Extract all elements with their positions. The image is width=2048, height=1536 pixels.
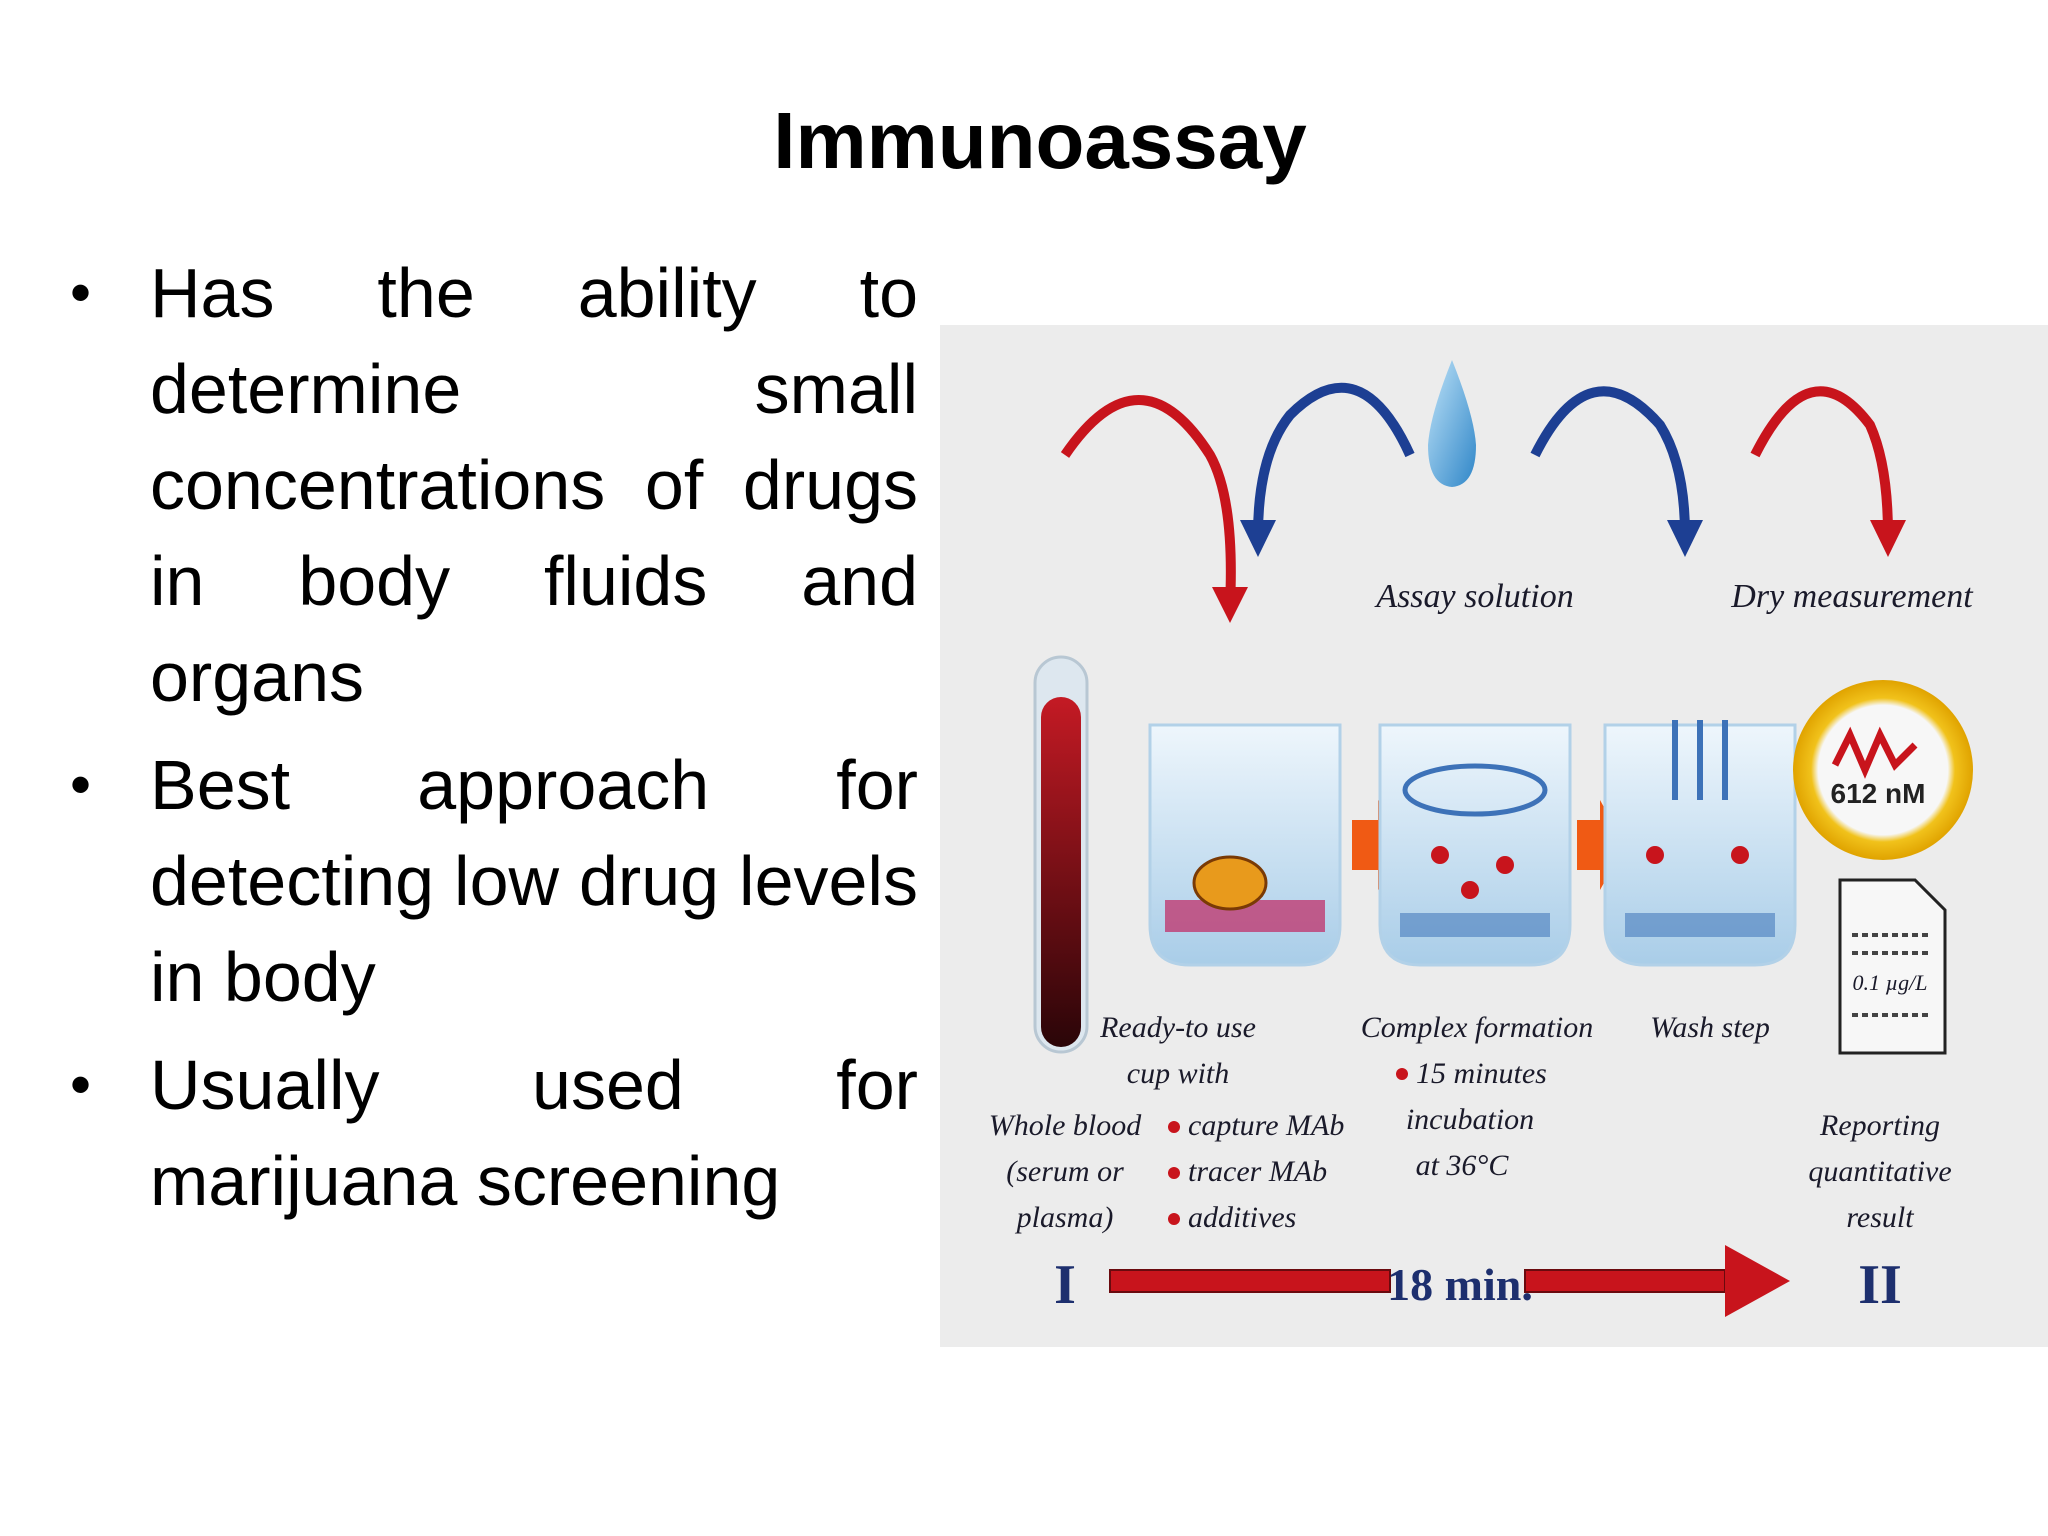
reporting-label-line: Reporting [1819,1109,1940,1142]
ready-item: additives [1188,1201,1296,1234]
bullet-dot-icon [1168,1213,1180,1225]
immunoassay-diagram: Assay solution Dry measurement [940,325,2048,1347]
ready-item: capture MAb [1188,1109,1344,1142]
bullet-dot-icon [1396,1068,1408,1080]
reporting-label-line: quantitative [1808,1155,1951,1188]
ready-cup-icon [1148,723,1342,967]
slide-title: Immunoassay [773,96,1307,185]
stage-start-label: I [1054,1254,1076,1316]
red-curved-arrow-icon [1060,395,1236,606]
dry-measurement-label: Dry measurement [1730,578,1974,615]
complex-extra-line: at 36°C [1416,1149,1510,1182]
blue-curved-arrow-icon [1530,386,1690,536]
red-arrow-head-icon [1212,587,1248,623]
bullet-dot-icon [1168,1121,1180,1133]
ready-item: tracer MAb [1188,1155,1327,1188]
ready-label-line: Ready-to use [1099,1011,1256,1044]
reporting-label-line: result [1846,1201,1914,1234]
complex-extra-line: incubation [1406,1103,1534,1136]
report-value: 0.1 µg/L [1852,970,1927,995]
bullet-dot-icon [1168,1167,1180,1179]
complex-item: 15 minutes [1416,1057,1547,1090]
bullet-item: Has the ability to determine small conce… [70,245,918,725]
timeline-arrow-head-icon [1725,1245,1790,1317]
diagram-canvas: Assay solution Dry measurement [989,360,1974,1317]
duration-label: 18 min. [1387,1259,1533,1310]
bullet-item: Best approach for detecting low drug lev… [70,737,918,1025]
whole-blood-label-line: Whole blood [989,1109,1142,1142]
whole-blood-label-line: (serum or [1006,1155,1124,1188]
stage-end-label: II [1858,1254,1902,1316]
timeline-bar-right [1524,1269,1726,1293]
orange-arrow-icon [1577,800,1625,890]
whole-blood-label-line: plasma) [1015,1201,1114,1234]
blue-arrow-head-icon [1240,520,1276,557]
drop-icon [1428,360,1476,487]
timeline-bar-left [1109,1269,1391,1293]
meter-value: 612 nM [1831,778,1926,809]
complex-formation-label: Complex formation [1361,1011,1594,1044]
red-arrow-head-icon [1870,520,1906,557]
report-document-icon [1838,878,1947,1055]
assay-solution-label: Assay solution [1374,578,1573,615]
wash-step-label: Wash step [1650,1011,1770,1044]
ready-label-line: cup with [1127,1057,1230,1090]
blue-arrow-head-icon [1667,520,1703,557]
meter-icon [1793,680,1973,860]
bullet-list: Has the ability to determine small conce… [70,245,918,1241]
red-curved-arrow-icon [1750,386,1893,536]
wash-cup-icon [1603,720,1797,967]
blue-curved-arrow-icon [1253,382,1415,536]
bullet-item: Usually used for marijuana screening [70,1037,918,1229]
complex-cup-icon [1378,723,1572,967]
